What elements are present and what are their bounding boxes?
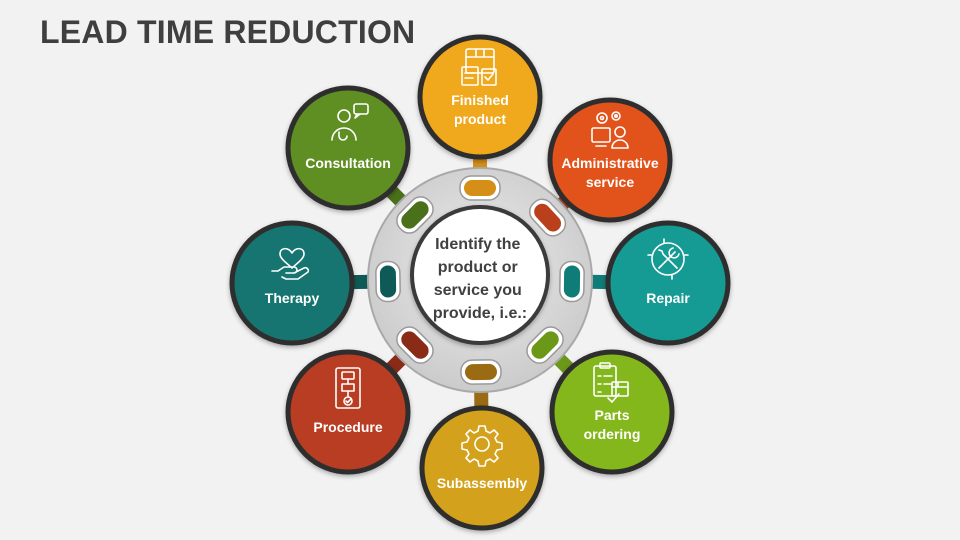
node-label-line: Subassembly <box>437 475 527 491</box>
center-label: Identify the product or service you prov… <box>433 236 527 322</box>
node-subassembly: Subassembly <box>419 405 545 531</box>
clipboard-box-icon <box>593 362 629 403</box>
plug-consultation <box>396 196 434 234</box>
node-label: Therapy <box>265 290 320 306</box>
node-finished-product: Finished product <box>417 34 543 160</box>
center-circle <box>410 205 550 345</box>
wrench-gear-icon <box>647 238 689 280</box>
node-label: Finished product <box>451 92 509 127</box>
node-label: Procedure <box>313 419 382 435</box>
plug-therapy <box>375 260 401 303</box>
gear-icon <box>461 425 503 467</box>
node-parts-ordering: Parts ordering <box>549 349 675 475</box>
node-label: Parts ordering <box>584 407 641 442</box>
plug-procedure <box>396 326 434 364</box>
hub-plugs <box>375 175 585 385</box>
center-line: product or <box>438 259 518 276</box>
node-label-line: ordering <box>584 426 641 442</box>
plug-finished-product <box>459 175 501 201</box>
plug-subassembly <box>460 359 502 385</box>
procedure-checklist-icon <box>335 367 361 409</box>
hand-heart-icon <box>271 247 310 280</box>
node-label-line: Consultation <box>305 155 391 171</box>
node-label: Repair <box>646 290 690 306</box>
node-therapy: Therapy <box>229 220 355 346</box>
node-label: Consultation <box>305 155 391 171</box>
node-label: Subassembly <box>437 475 527 491</box>
node-repair: Repair <box>605 220 731 346</box>
node-label-line: Repair <box>646 290 690 306</box>
node-label: Administrative service <box>561 155 658 190</box>
node-procedure: Procedure <box>285 349 411 475</box>
node-label-line: Finished <box>451 92 509 108</box>
plug-administrative-service <box>529 198 567 237</box>
plug-parts-ordering <box>526 326 564 364</box>
plug-repair <box>559 260 585 303</box>
center-line: service you <box>434 282 522 299</box>
node-label-line: Procedure <box>313 419 382 435</box>
node-label-line: Administrative <box>561 155 658 171</box>
node-label-line: Therapy <box>265 290 320 306</box>
node-label-line: product <box>454 111 506 127</box>
box-documents-icon <box>461 48 497 86</box>
consultation-person-icon <box>331 103 369 141</box>
node-label-line: service <box>586 174 634 190</box>
slide-title: LEAD TIME REDUCTION <box>40 14 416 50</box>
node-administrative-service: Administrative service <box>547 97 673 223</box>
center-line: provide, i.e.: <box>433 305 527 322</box>
node-consultation: Consultation <box>285 85 411 211</box>
node-label-line: Parts <box>594 407 629 423</box>
center-line: Identify the <box>435 236 520 253</box>
admin-gears-icon <box>591 111 629 149</box>
